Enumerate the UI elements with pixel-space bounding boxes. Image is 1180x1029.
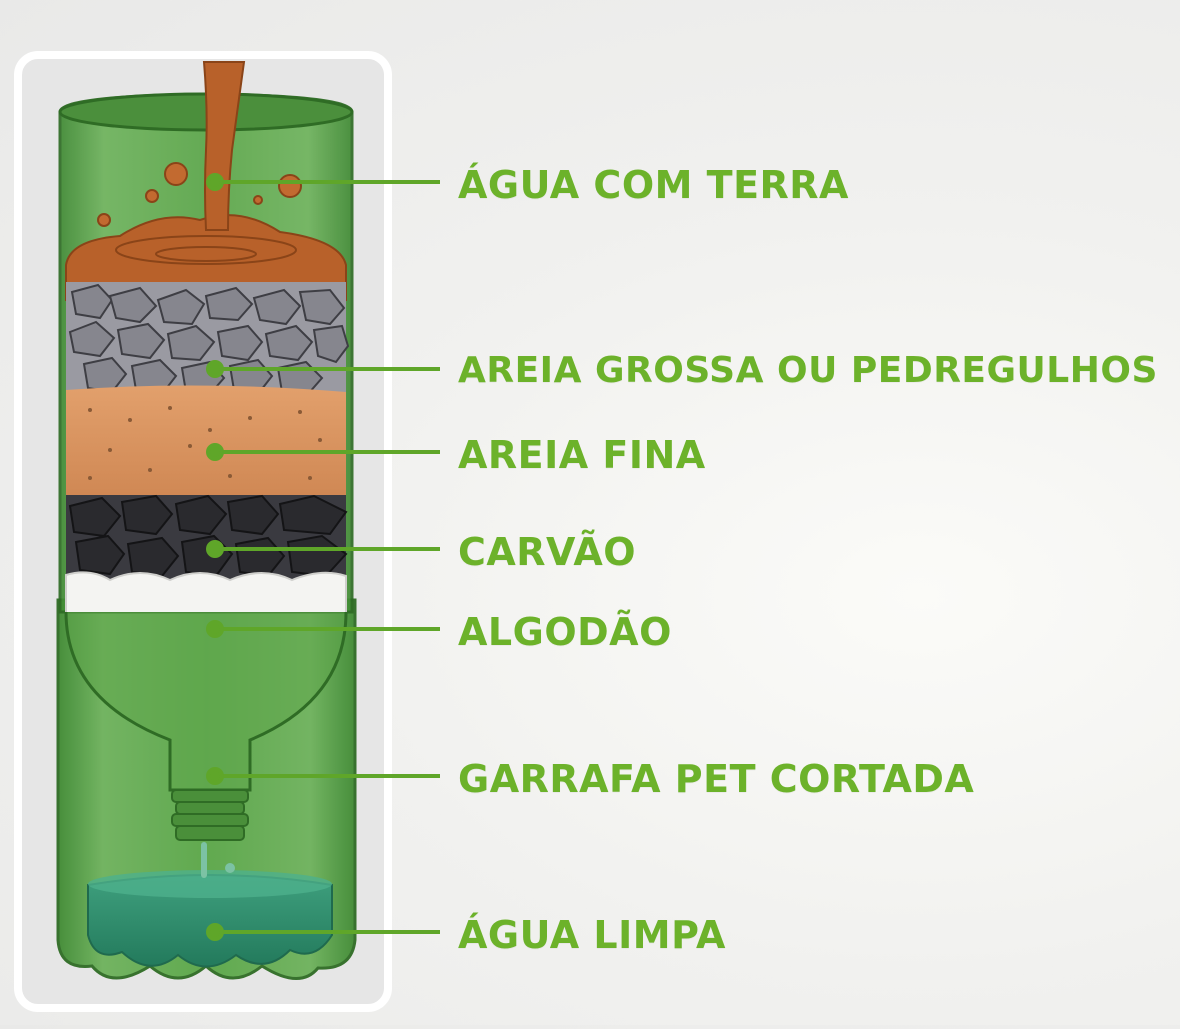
label-agua-com-terra: ÁGUA COM TERRA [458, 163, 849, 207]
fine-sand-layer [66, 385, 346, 500]
label-areia-fina: AREIA FINA [458, 433, 706, 477]
label-agua-limpa: ÁGUA LIMPA [458, 913, 726, 957]
label-areia-grossa: AREIA GROSSA OU PEDREGULHOS [458, 350, 1158, 391]
label-algodao: ALGODÃO [458, 610, 672, 654]
label-garrafa-pet: GARRAFA PET CORTADA [458, 757, 975, 801]
label-carvao: CARVÃO [458, 530, 637, 574]
cotton-layer [65, 571, 347, 612]
